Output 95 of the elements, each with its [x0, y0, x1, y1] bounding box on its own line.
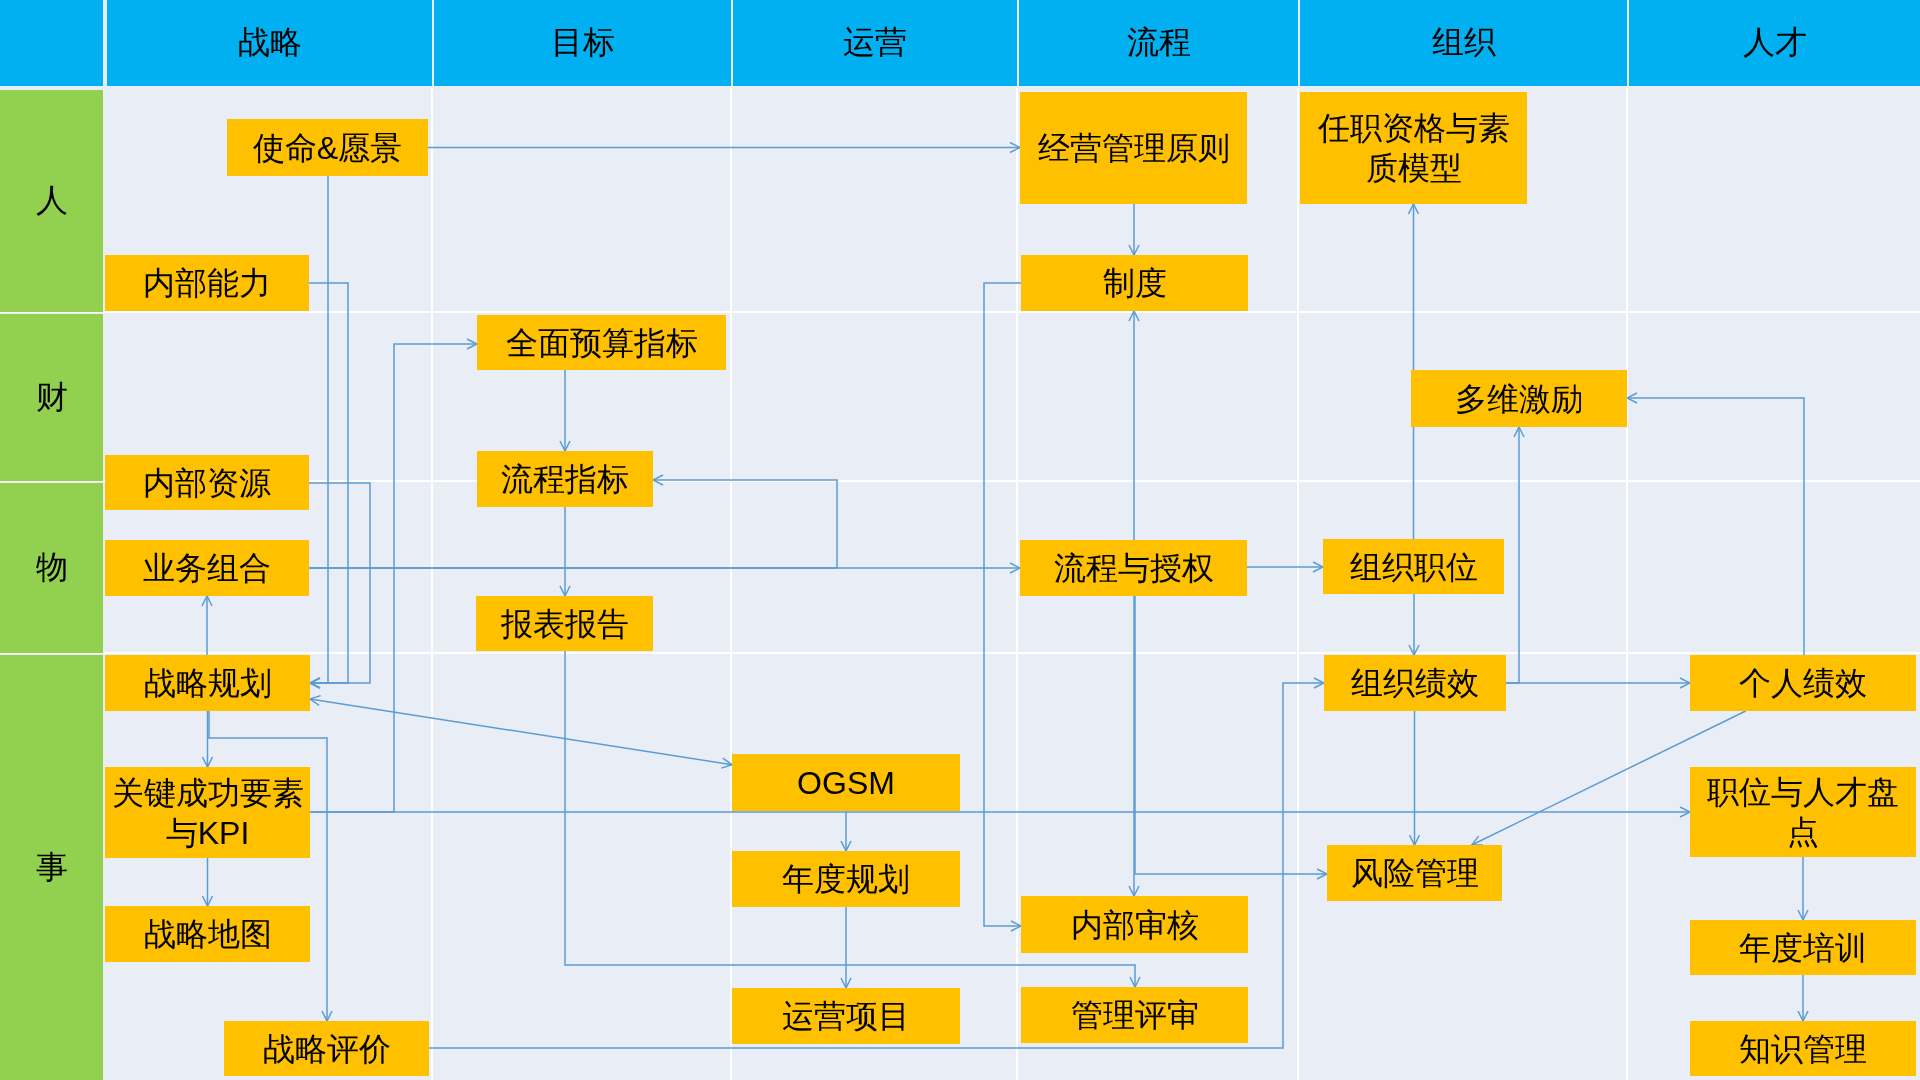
arrow	[559, 506, 571, 597]
column-header: 组织	[1300, 0, 1627, 86]
row-header: 财	[0, 314, 103, 481]
column-header: 人才	[1629, 0, 1920, 86]
box-label: OGSM	[797, 763, 895, 803]
process-box	[105, 655, 310, 711]
row-header: 事	[0, 655, 103, 1080]
box-label: 战略评价	[262, 1029, 391, 1069]
process-box	[1690, 655, 1916, 711]
box-label: 管理评审	[1070, 996, 1199, 1035]
process-box	[105, 255, 309, 311]
arrow	[840, 810, 852, 852]
box-label: 业务组合	[143, 549, 271, 588]
process-box	[477, 451, 653, 507]
arrow	[208, 710, 333, 1022]
arrow	[1128, 310, 1140, 541]
box-label: 关键成功要素与KPI	[111, 773, 304, 853]
box-label: 经营管理原则	[1037, 129, 1230, 168]
column-header: 运营	[733, 0, 1017, 86]
arrow	[1471, 710, 1747, 846]
arrow	[1408, 593, 1420, 656]
box-label: 年度培训	[1739, 928, 1867, 968]
box-label: 战略地图	[143, 915, 272, 954]
box-label: 年度规划	[782, 860, 910, 899]
process-box	[1300, 92, 1527, 204]
arrow	[308, 482, 371, 689]
box-label: 知识管理	[1739, 1029, 1867, 1069]
arrow	[201, 857, 214, 907]
process-box	[105, 906, 310, 962]
process-box	[227, 119, 428, 176]
process-box	[105, 767, 310, 858]
process-box	[732, 754, 960, 811]
arrow	[1246, 561, 1324, 573]
box-label: 流程指标	[501, 460, 629, 499]
arrow	[1797, 856, 1809, 921]
process-box	[224, 1021, 429, 1076]
box-label: 报表报告	[500, 604, 629, 644]
process-box	[105, 455, 309, 510]
arrow	[1134, 595, 1328, 880]
arrow	[1797, 974, 1809, 1022]
arrow	[201, 710, 214, 768]
process-box	[1327, 845, 1502, 901]
arrow	[309, 694, 733, 769]
arrow	[1408, 710, 1421, 846]
row-header: 物	[0, 483, 103, 653]
box-label: 全面预算指标	[505, 323, 698, 363]
box-label: 风险管理	[1350, 854, 1479, 893]
process-box	[477, 315, 726, 370]
process-box	[1020, 92, 1247, 204]
box-label: 战略规划	[143, 664, 272, 703]
box-label: 组织绩效	[1351, 664, 1479, 703]
arrow	[1128, 595, 1140, 897]
arrow	[428, 677, 1325, 1049]
column-header: 目标	[434, 0, 731, 86]
box-label: 个人绩效	[1739, 664, 1867, 703]
box-label: 使命&愿景	[252, 128, 403, 168]
arrow	[1128, 203, 1140, 256]
process-box	[1690, 920, 1916, 975]
process-box	[1021, 987, 1248, 1043]
process-box	[1020, 540, 1247, 596]
box-label: 任职资格与素质模型	[1316, 109, 1511, 188]
process-box	[1021, 255, 1248, 311]
box-label: 制度	[1102, 264, 1167, 303]
box-label: 内部资源	[143, 463, 271, 503]
arrow	[559, 369, 571, 452]
process-box	[732, 851, 960, 907]
process-box	[105, 540, 309, 596]
arrow	[1407, 203, 1420, 540]
box-label: 流程与授权	[1053, 549, 1214, 588]
process-box	[1323, 539, 1504, 594]
box-label: 运营项目	[782, 997, 910, 1036]
column-header: 战略	[107, 0, 432, 86]
process-box	[476, 596, 653, 651]
row-header: 人	[0, 90, 103, 312]
box-label: 多维激励	[1455, 379, 1583, 419]
arrow	[983, 282, 1022, 932]
box-label: 内部审核	[1070, 905, 1199, 945]
column-header: 流程	[1019, 0, 1298, 86]
process-box	[1021, 896, 1248, 953]
process-box	[1690, 767, 1916, 857]
process-box	[732, 988, 960, 1044]
arrow	[201, 595, 213, 656]
arrow	[1505, 677, 1691, 689]
arrow	[309, 806, 1691, 818]
box-label: 职位与人才盘点	[1706, 773, 1900, 852]
arrow	[840, 906, 852, 989]
box-label: 组织职位	[1349, 547, 1478, 587]
arrow	[1626, 392, 1805, 656]
process-box	[1690, 1021, 1916, 1076]
arrow	[308, 474, 838, 569]
box-label: 内部能力	[143, 264, 271, 303]
process-box	[1411, 370, 1627, 427]
arrow	[427, 141, 1021, 154]
arrow	[564, 650, 1141, 988]
process-box	[1324, 655, 1506, 711]
